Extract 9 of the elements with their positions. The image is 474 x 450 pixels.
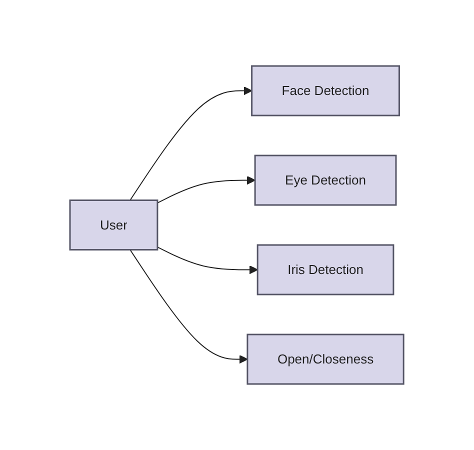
arrow — [157, 176, 256, 204]
arrow — [130, 86, 252, 201]
node-box: Iris Detection — [257, 244, 394, 296]
node-box: Eye Detection — [254, 154, 397, 206]
node-box: Open/Closeness — [246, 334, 405, 385]
arrow — [157, 246, 258, 274]
node-box: Face Detection — [251, 65, 400, 116]
arrow — [130, 249, 248, 364]
node-box: User — [69, 200, 158, 250]
